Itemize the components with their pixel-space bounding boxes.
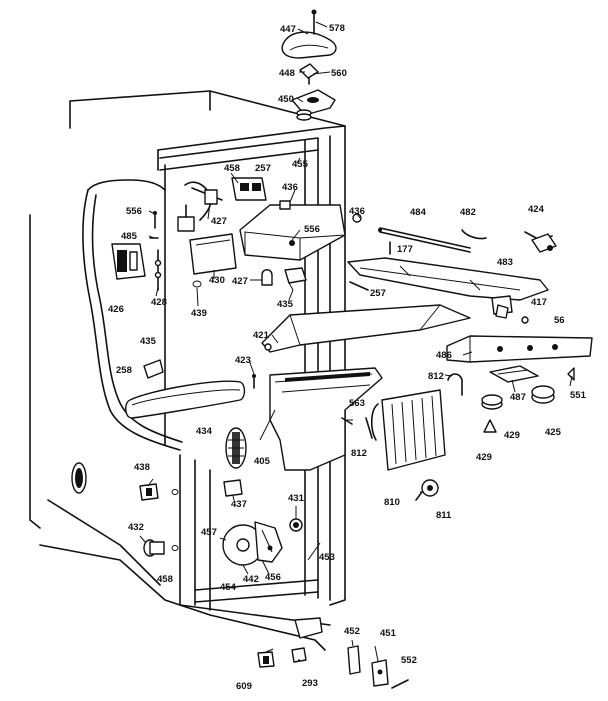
label-429-right: 429 — [504, 430, 520, 441]
ice-tray-assembly — [446, 335, 593, 433]
label-424: 424 — [528, 204, 545, 215]
label-427: 427 — [232, 276, 248, 287]
label-439: 439 — [191, 308, 207, 319]
label-452: 452 — [344, 626, 360, 637]
label-485: 485 — [121, 231, 138, 242]
bottom-hinge — [257, 617, 409, 689]
label-456: 456 — [265, 572, 281, 583]
label-811: 811 — [436, 510, 452, 521]
label-455: 455 — [292, 159, 309, 170]
light-switch-assembly — [111, 211, 162, 291]
evaporator-cover — [269, 367, 383, 471]
label-257: 257 — [255, 163, 271, 174]
lamp-socket — [261, 267, 369, 291]
label-812-upper: 812 — [428, 371, 444, 382]
label-177: 177 — [397, 244, 413, 255]
label-435-upper: 435 — [277, 299, 294, 310]
label-429: 429 — [476, 452, 492, 463]
label-556-left: 556 — [126, 206, 142, 217]
label-427-top: 427 — [211, 216, 227, 227]
label-428: 428 — [151, 297, 167, 308]
label-258: 258 — [116, 365, 132, 376]
label-552: 552 — [401, 655, 417, 666]
cabinet-shell — [29, 90, 346, 651]
label-432: 432 — [128, 522, 144, 533]
label-450: 450 — [278, 94, 294, 105]
label-451: 451 — [380, 628, 397, 639]
label-56: 56 — [554, 315, 565, 326]
label-293: 293 — [302, 678, 318, 689]
label-487: 487 — [510, 392, 526, 403]
label-457: 457 — [201, 527, 217, 538]
label-437: 437 — [231, 499, 247, 510]
door-stop-bar — [125, 359, 256, 419]
label-551: 551 — [570, 390, 587, 401]
label-423: 423 — [235, 355, 251, 366]
label-484: 484 — [410, 207, 427, 218]
defrost-timer — [231, 177, 267, 201]
label-431: 431 — [288, 493, 305, 504]
evaporator — [370, 373, 463, 471]
wiring-harness — [177, 181, 223, 232]
label-458: 458 — [224, 163, 240, 174]
label-458-lower: 458 — [157, 574, 173, 585]
damper-control — [222, 521, 283, 566]
label-578: 578 — [329, 23, 345, 34]
label-482: 482 — [460, 207, 476, 218]
air-duct-pan — [347, 257, 549, 324]
label-486: 486 — [436, 350, 452, 361]
label-434: 434 — [196, 426, 213, 437]
label-448: 448 — [279, 68, 295, 79]
label-609: 609 — [236, 681, 252, 692]
label-435-left: 435 — [140, 336, 157, 347]
label-812-lower: 812 — [351, 448, 367, 459]
label-426: 426 — [108, 304, 124, 315]
label-436-right: 436 — [349, 206, 365, 217]
label-563: 563 — [349, 398, 365, 409]
shelf-rails — [378, 227, 557, 255]
label-425: 425 — [545, 427, 562, 438]
label-453: 453 — [319, 552, 335, 563]
top-hinge-cover — [281, 9, 337, 121]
callout-labels: 447 578 448 560 450 458 257 455 436 436 … — [108, 23, 587, 692]
label-560: 560 — [331, 68, 347, 79]
label-430: 430 — [209, 275, 225, 286]
cover-panel — [189, 233, 237, 288]
label-483: 483 — [497, 257, 513, 268]
label-442: 442 — [243, 574, 259, 585]
label-421: 421 — [253, 330, 270, 341]
label-417: 417 — [531, 297, 547, 308]
label-454: 454 — [220, 582, 237, 593]
fan-motor — [415, 479, 439, 501]
label-405: 405 — [254, 456, 271, 467]
label-810: 810 — [384, 497, 400, 508]
control-housing — [239, 200, 362, 261]
label-447: 447 — [280, 24, 296, 35]
label-438: 438 — [134, 462, 150, 473]
label-436: 436 — [282, 182, 298, 193]
divider-shelf — [261, 304, 471, 353]
label-257-lower: 257 — [370, 288, 386, 299]
label-556: 556 — [304, 224, 320, 235]
grille — [225, 427, 247, 469]
leader-lines — [139, 21, 573, 662]
